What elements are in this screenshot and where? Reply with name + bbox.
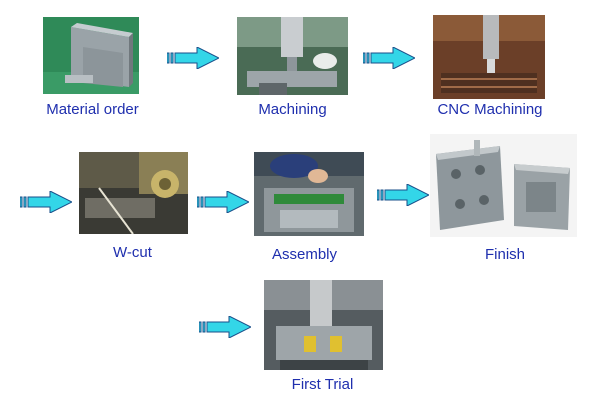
photo-cnc-machining bbox=[433, 15, 545, 99]
step-label-w-cut: W-cut bbox=[113, 244, 152, 261]
arrow-right-icon bbox=[197, 191, 249, 213]
arrow-right-icon bbox=[363, 47, 415, 69]
photo-w-cut bbox=[79, 152, 188, 234]
step-label-machining: Machining bbox=[258, 101, 327, 118]
arrow-right-icon bbox=[199, 316, 251, 338]
arrow-right-icon bbox=[167, 47, 219, 69]
photo-material-order bbox=[43, 17, 139, 94]
step-label-finish: Finish bbox=[484, 246, 525, 263]
photo-machining bbox=[237, 17, 348, 95]
step-label-material-order: Material order bbox=[46, 101, 139, 118]
arrow-right-icon bbox=[377, 184, 429, 206]
photo-first-trial bbox=[264, 280, 383, 370]
photo-finish bbox=[430, 134, 577, 237]
step-label-assembly: Assembly bbox=[271, 246, 338, 263]
step-label-first-trial: First Trial bbox=[291, 376, 354, 393]
step-label-cnc-machining: CNC Machining bbox=[437, 101, 543, 118]
photo-assembly bbox=[254, 152, 364, 236]
arrow-right-icon bbox=[20, 191, 72, 213]
